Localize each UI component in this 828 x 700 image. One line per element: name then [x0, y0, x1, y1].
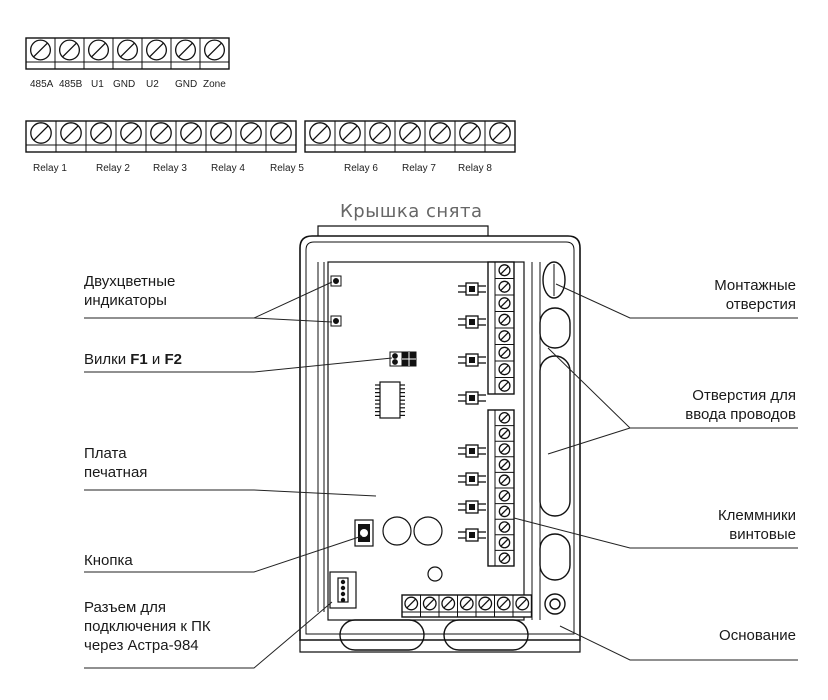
screw-terminal-block: [487, 409, 515, 567]
relay-component: [458, 282, 486, 296]
terminal-strips: [25, 37, 516, 153]
relay-component: [458, 315, 486, 329]
leader-lines: [84, 281, 798, 669]
relay-components: [458, 282, 486, 542]
pcb-outline: [327, 261, 525, 621]
label-screw-terminals: Клеммники винтовые: [717, 507, 796, 543]
screw-terminal-bottom: [401, 594, 533, 618]
enclosure-outline: [299, 235, 581, 641]
terminal-label: Zone: [203, 79, 226, 90]
capacitors: [382, 516, 443, 582]
relay-component: [458, 500, 486, 514]
mounting-hole-bottom: [544, 593, 566, 615]
bottom-holes: [339, 619, 529, 651]
terminal-label: 485A: [30, 79, 54, 90]
terminal-label: 485B: [59, 79, 83, 90]
terminal-label: GND: [113, 79, 136, 90]
relay-label: Relay 3: [153, 163, 187, 174]
two-color-leds: [330, 275, 342, 327]
bottom-screw-terminal: [401, 594, 533, 618]
relay-component: [458, 391, 486, 405]
relay-label: Relay 5: [270, 163, 304, 174]
terminal-strip-rs485: [25, 37, 230, 70]
screw-terminal-block: [487, 261, 515, 395]
wire-hole-3: [539, 533, 571, 581]
relay-component: [458, 444, 486, 458]
label-two-color-indicators: Двухцветные индикаторы: [84, 273, 176, 309]
relay-label: Relay 8: [458, 163, 492, 174]
ic-chip: [375, 381, 405, 419]
diagram-title: Крышка снята: [340, 201, 483, 222]
terminal-label: U2: [146, 79, 159, 90]
label-jumper-plugs: Вилки F1 и F2: [84, 351, 182, 368]
relay-component: [458, 353, 486, 367]
relay-component: [458, 472, 486, 486]
relay-label: Relay 7: [402, 163, 436, 174]
board-screw-terminals: [487, 261, 515, 567]
relay-label: Relay 4: [211, 163, 245, 174]
terminal-label: GND: [175, 79, 198, 90]
mounting-hole-top: [542, 261, 566, 299]
label-mounting-holes: Монтажные отверстия: [714, 277, 796, 313]
pc-connector: [329, 571, 357, 609]
relay-label: Relay 2: [96, 163, 130, 174]
label-pcb: Плата печатная: [84, 445, 148, 481]
label-button: Кнопка: [84, 552, 133, 569]
relay-label: Relay 1: [33, 163, 67, 174]
terminal-strip-relays-6-8: [304, 120, 516, 153]
label-pc-connector: Разъем для подключения к ПК через Астра-…: [84, 599, 211, 654]
terminal-label: U1: [91, 79, 104, 90]
right-holes: [539, 261, 571, 615]
wire-hole-2: [539, 355, 571, 517]
terminal-strip-relays-1-5: [25, 120, 297, 153]
jumper-plugs: [389, 351, 417, 367]
relay-component: [458, 528, 486, 542]
button-component: [354, 519, 374, 547]
label-base: Основание: [719, 627, 796, 644]
relay-label: Relay 6: [344, 163, 378, 174]
label-wire-holes: Отверстия для ввода проводов: [685, 387, 796, 423]
wire-hole-1: [539, 307, 571, 349]
